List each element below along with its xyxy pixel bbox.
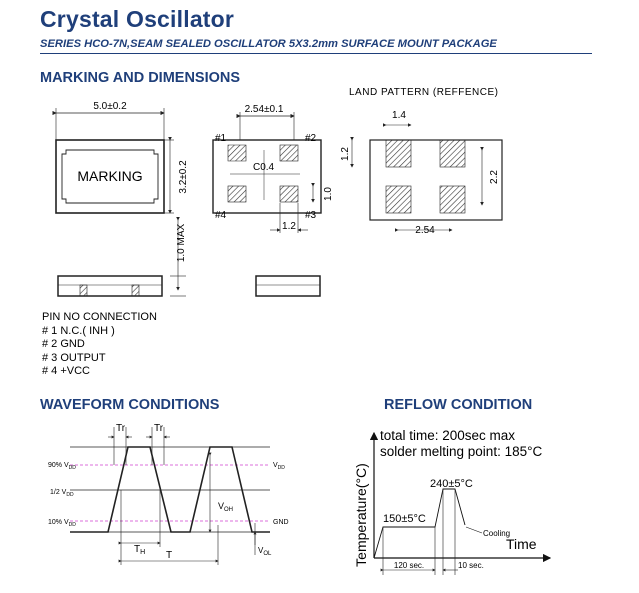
- document-subtitle: SERIES HCO-7N,SEAM SEALED OSCILLATOR 5X3…: [40, 38, 497, 50]
- svg-text:solder melting point: 185°C: solder melting point: 185°C: [380, 444, 542, 459]
- svg-text:#4: #4: [215, 210, 227, 221]
- x-axis-label: Time: [506, 536, 537, 552]
- svg-text:Tr: Tr: [154, 423, 164, 434]
- svg-text:1.2: 1.2: [282, 221, 296, 232]
- svg-text:240±5°C: 240±5°C: [430, 478, 473, 490]
- pin-item: # 1 N.C.( INH ): [42, 324, 115, 337]
- svg-text:10 sec.: 10 sec.: [458, 561, 484, 570]
- package-end-view: [255, 275, 321, 297]
- svg-text:150±5°C: 150±5°C: [383, 513, 426, 525]
- dimension-drawings: 5.0±0.2 MARKING 3.2±0.2 1.0 MAX 2.54±0.1…: [52, 87, 503, 297]
- max-height-dim: 1.0 MAX: [176, 224, 187, 263]
- subtitle-underline: [40, 53, 592, 54]
- package-width-dim: 5.0±0.2: [93, 101, 127, 112]
- pin-item: # 3 OUTPUT: [42, 351, 106, 364]
- section-heading-waveform: WAVEFORM CONDITIONS: [40, 397, 220, 413]
- svg-text:total time: 200sec max: total time: 200sec max: [380, 428, 515, 443]
- svg-text:Cooling: Cooling: [483, 529, 510, 538]
- pin-connection-header: PIN NO CONNECTION: [42, 311, 157, 323]
- package-bottom-view: 2.54±0.1 C0.4 #1 #2 #3 #4 1.0 1.2: [212, 104, 334, 233]
- svg-text:TH: TH: [134, 544, 145, 556]
- svg-text:1.4: 1.4: [392, 110, 406, 121]
- pin-item: # 2 GND: [42, 338, 85, 350]
- y-axis-label: Temperature(°C): [353, 463, 369, 567]
- svg-text:2.2: 2.2: [489, 170, 500, 184]
- package-height-dim: 3.2±0.2: [178, 160, 189, 194]
- package-top-view: 5.0±0.2 MARKING 3.2±0.2 1.0 MAX: [52, 101, 189, 291]
- svg-text:VOH: VOH: [218, 501, 233, 513]
- pin-connection-list: PIN NO CONNECTION # 1 N.C.( INH ) # 2 GN…: [42, 311, 157, 379]
- svg-text:120 sec.: 120 sec.: [394, 561, 424, 570]
- svg-text:1.0: 1.0: [323, 187, 334, 201]
- svg-text:1.2: 1.2: [340, 147, 351, 161]
- land-pattern: LAND PATTERN (REFFENCE) 1.4 1.2 2.2 2.54: [340, 87, 503, 236]
- land-pattern-title: LAND PATTERN (REFFENCE): [349, 87, 498, 98]
- svg-text:T: T: [166, 550, 172, 561]
- waveform-diagram: Tr Tr 90% VDD 1/2 VDD 10% VDD VDD GND VO…: [48, 423, 289, 565]
- svg-text:#2: #2: [305, 133, 317, 144]
- section-heading-reflow: REFLOW CONDITION: [384, 397, 533, 413]
- svg-text:#1: #1: [215, 133, 227, 144]
- svg-text:1/2 VDD: 1/2 VDD: [50, 489, 74, 498]
- svg-text:90% VDD: 90% VDD: [48, 462, 76, 471]
- svg-text:#3: #3: [305, 210, 317, 221]
- chamfer-dim: C0.4: [253, 162, 275, 173]
- svg-text:VOL: VOL: [258, 546, 272, 557]
- pin-item: # 4 +VCC: [42, 365, 90, 377]
- svg-text:GND: GND: [273, 519, 289, 526]
- reflow-diagram: Temperature(°C) Time total time: 200sec …: [353, 428, 552, 575]
- svg-text:2.54: 2.54: [415, 225, 435, 236]
- svg-text:VDD: VDD: [273, 462, 285, 471]
- package-side-view: [57, 275, 186, 297]
- section-heading-marking: MARKING AND DIMENSIONS: [40, 70, 241, 86]
- marking-label: MARKING: [77, 168, 142, 184]
- pad-pitch-dim: 2.54±0.1: [245, 104, 284, 115]
- svg-text:Tr: Tr: [116, 423, 126, 434]
- document-title: Crystal Oscillator: [40, 6, 235, 32]
- svg-text:10% VDD: 10% VDD: [48, 519, 76, 528]
